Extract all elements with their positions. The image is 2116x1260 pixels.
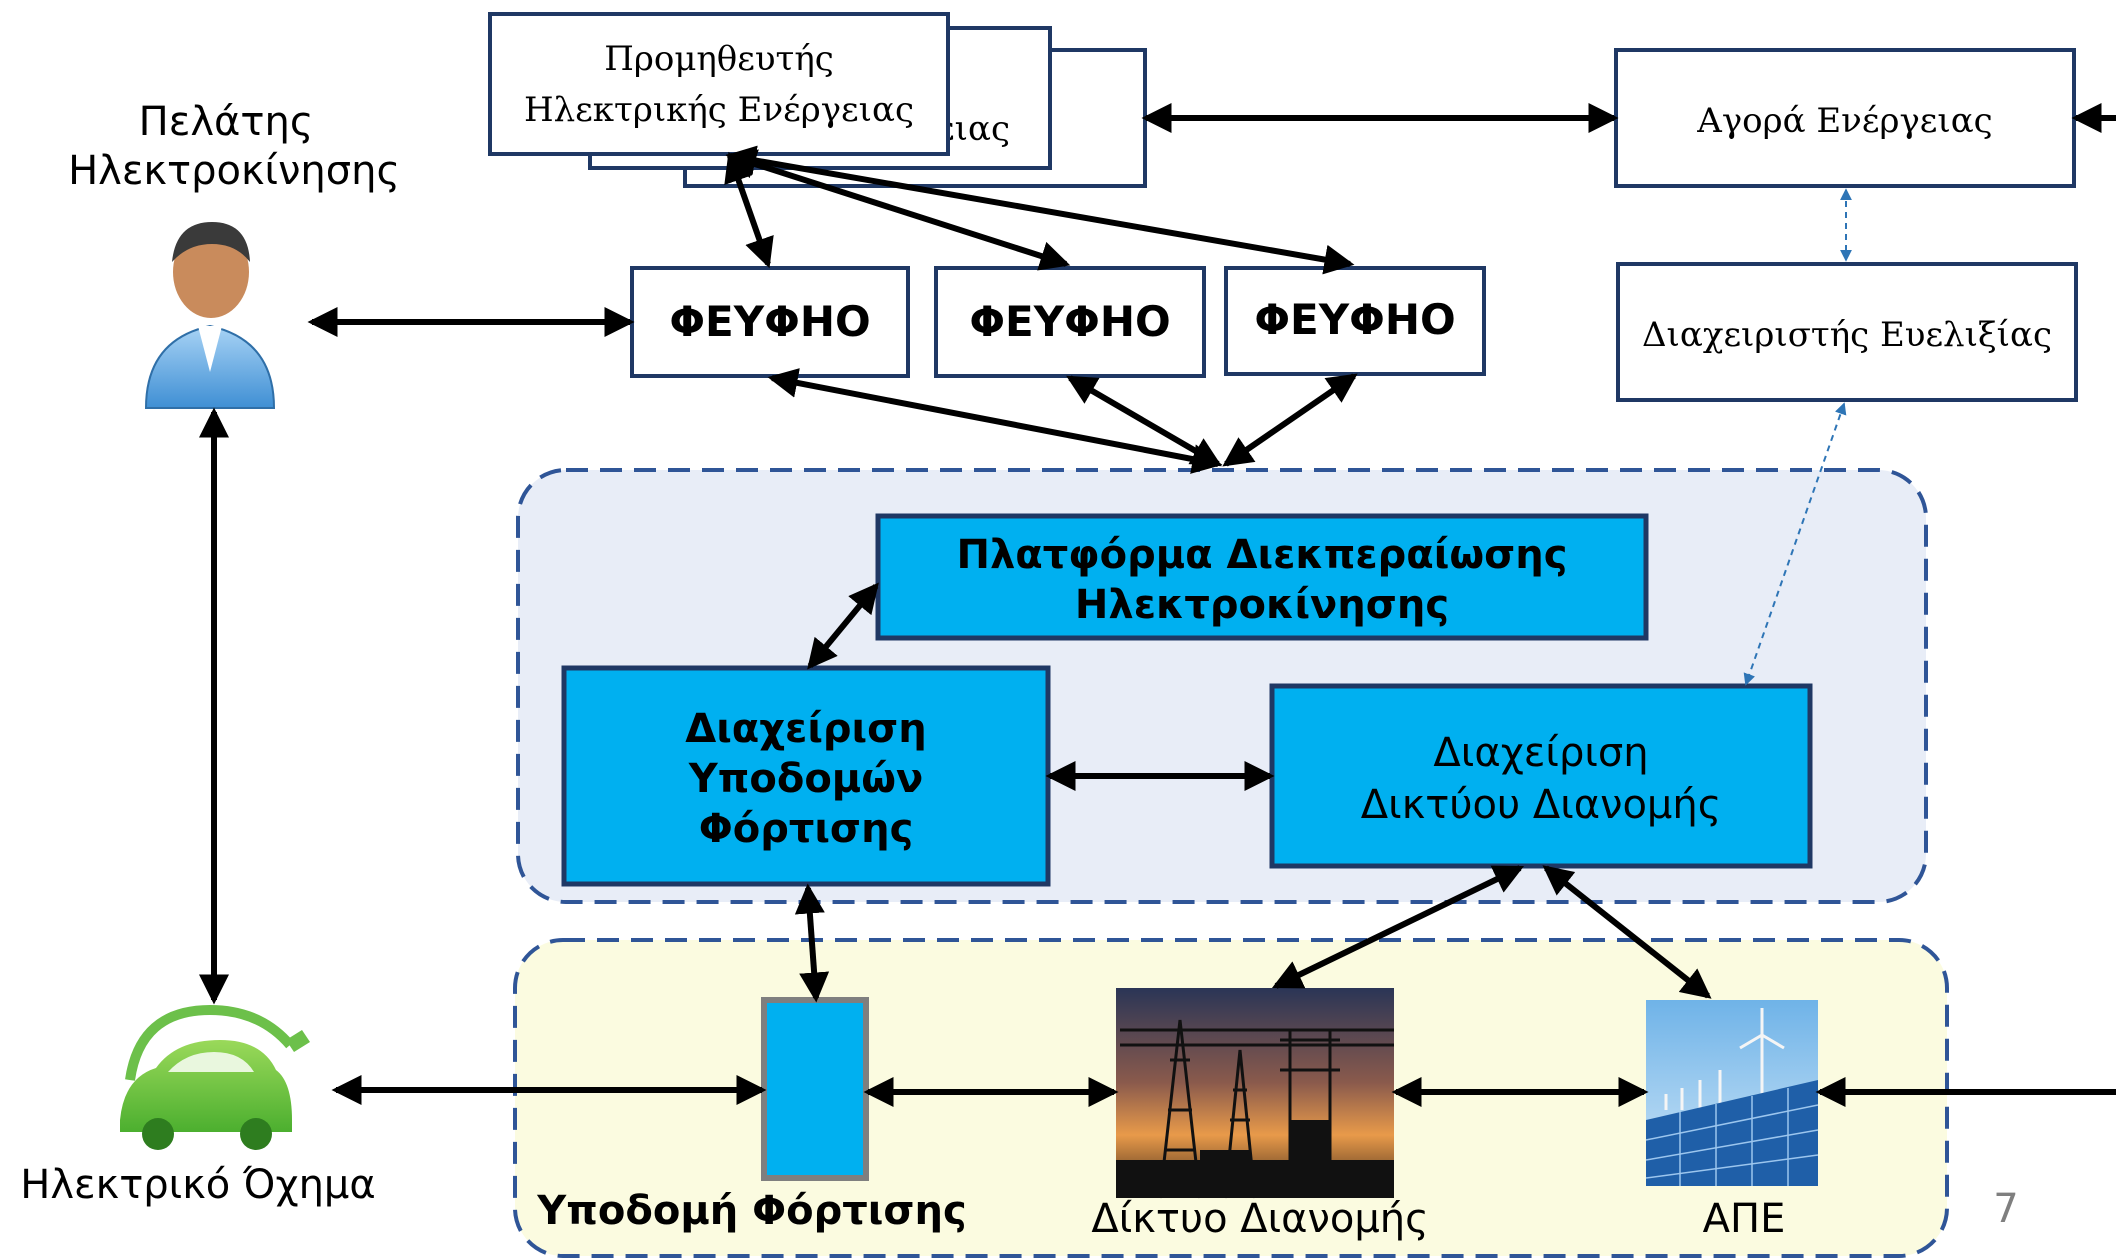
network-management-box (1269, 683, 1813, 869)
res-label: ΑΠΕ (1703, 1196, 1786, 1242)
platform-label-line1: Πλατφόρμα Διεκπεραίωσης (957, 532, 1568, 578)
feyfho-label-1: ΦΕΥΦΗΟ (669, 297, 870, 346)
person-icon (144, 222, 276, 409)
network-management-line2: Δικτύου Διανομής (1361, 782, 1721, 828)
feyfho-box-3 (1224, 266, 1486, 376)
electric-car-icon (120, 1004, 310, 1150)
distribution-network-label: Δίκτυο Διανομής (1091, 1196, 1428, 1242)
page-number: 7 (1993, 1186, 2018, 1232)
arrow-feyfho-3-platform (1222, 373, 1358, 467)
supplier-label-line2: Ηλεκτρικής Ενέργειας (524, 90, 914, 130)
charging-management-line3: Φόρτισης (699, 806, 914, 852)
charging-station (761, 997, 869, 1181)
platform-label-line2: Ηλεκτροκίνησης (1075, 582, 1449, 628)
charging-management-line1: Διαχείριση (685, 706, 927, 752)
arrow-supplier-feyfho-3 (725, 145, 1355, 275)
distribution-network-image (1116, 988, 1394, 1199)
supplier-box (488, 12, 950, 156)
arrow-network-mgmt-res (1542, 865, 1712, 999)
charging-infrastructure-label: Υποδομή Φόρτισης (536, 1188, 966, 1234)
arrow-feyfho-2-platform (1066, 375, 1222, 467)
customer-title-line2: Ηλεκτροκίνησης (68, 148, 400, 194)
network-management-line1: Διαχείριση (1433, 730, 1648, 776)
supplier-label-line1: Προμηθευτής (604, 39, 834, 79)
res-image (1645, 1000, 1819, 1186)
dashed-arrow-flexibility-network (1743, 402, 1847, 686)
feyfho-label-2: ΦΕΥΦΗΟ (969, 297, 1170, 346)
flexibility-manager-label: Διαχειριστής Ευελιξίας (1642, 315, 2052, 355)
flexibility-manager-box (1616, 262, 2078, 402)
vehicle-label: Ηλεκτρικό Όχημα (20, 1162, 376, 1208)
energy-market-box (1614, 48, 2076, 188)
arrow-charging-mgmt-station (794, 883, 830, 1003)
charging-management-line2: Υποδομών (688, 756, 924, 802)
arrow-platform-charging-mgmt (807, 582, 879, 670)
customer-title-line1: Πελάτης (139, 99, 314, 145)
arrow-network-mgmt-grid (1271, 865, 1525, 989)
arrow-feyfho-1-platform (767, 368, 1223, 474)
supplier-stack: ειας Προμηθευτής Ηλεκτρικής Ενέργειας (488, 12, 1147, 188)
platform-box (875, 513, 1649, 641)
feyfho-label-3: ΦΕΥΦΗΟ (1254, 295, 1455, 344)
energy-market-label: Αγορά Ενέργειας (1696, 101, 1992, 141)
